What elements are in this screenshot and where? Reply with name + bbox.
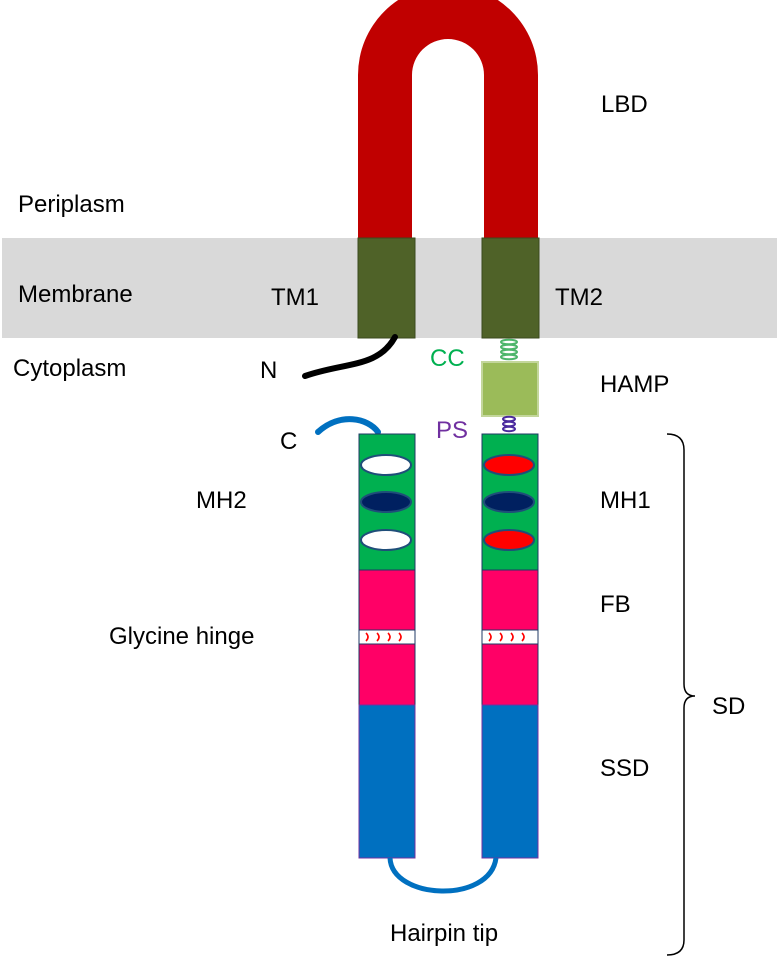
membrane-label: Membrane <box>18 281 133 308</box>
glycine-hinge-label: Glycine hinge <box>109 623 254 650</box>
cytoplasm-label: Cytoplasm <box>13 355 126 382</box>
hairpin-tip-label: Hairpin tip <box>390 920 498 947</box>
ssd-label: SSD <box>600 755 649 782</box>
ssd-region-left <box>358 704 416 859</box>
cc-label: CC <box>430 345 465 372</box>
fb-region-right-lower <box>481 643 539 706</box>
tm1-helix <box>357 237 416 339</box>
tm1-label: TM1 <box>271 284 319 311</box>
n-terminus-label: N <box>260 357 277 384</box>
c-terminus-line <box>315 416 381 435</box>
sd-label: SD <box>712 693 745 720</box>
periplasm-label: Periplasm <box>18 191 125 218</box>
n-terminus-line <box>302 334 398 379</box>
hairpin-tip-loop <box>387 857 499 894</box>
c-terminus-label: C <box>280 428 297 455</box>
cc-coil <box>500 338 518 361</box>
mh1-label: MH1 <box>600 487 651 514</box>
lbd-arch <box>358 0 538 238</box>
glycine-hinge-marks-right <box>488 632 525 642</box>
ps-label: PS <box>436 417 468 444</box>
sd-brace <box>666 433 696 956</box>
fb-region-right-upper <box>481 569 539 631</box>
hamp-label: HAMP <box>600 371 669 398</box>
methylation-site-oval-white <box>360 529 412 551</box>
ssd-region-right <box>481 704 539 859</box>
fb-label: FB <box>600 591 631 618</box>
tm2-helix <box>481 237 540 339</box>
ps-coil <box>502 415 516 433</box>
methylation-site-oval-red <box>483 529 535 551</box>
fb-region-left-upper <box>358 569 416 631</box>
hamp-domain <box>481 361 539 417</box>
fb-region-left-lower <box>358 643 416 706</box>
mh2-label: MH2 <box>196 487 247 514</box>
tm2-label: TM2 <box>555 284 603 311</box>
methylation-site-oval-navy <box>360 491 412 513</box>
methylation-site-oval-navy <box>483 491 535 513</box>
methylation-site-oval-white <box>360 454 412 476</box>
methylation-site-oval-red <box>483 454 535 476</box>
lbd-label: LBD <box>601 91 648 118</box>
glycine-hinge-marks-left <box>365 632 402 642</box>
